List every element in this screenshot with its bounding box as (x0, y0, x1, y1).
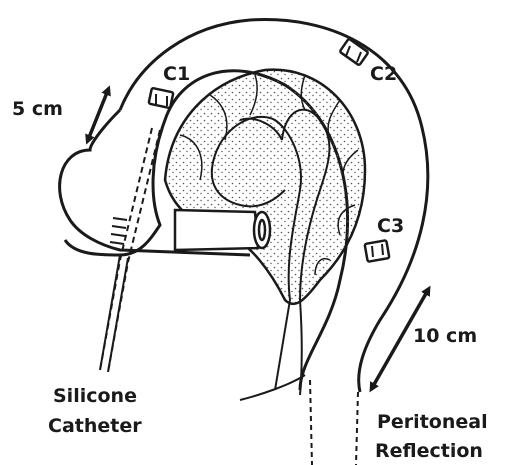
electrode-c3 (365, 240, 390, 262)
label-catheter-line1: Silicone (53, 385, 137, 407)
label-10cm: 10 cm (413, 325, 477, 347)
label-c2: C2 (370, 63, 397, 85)
ileum-tube (175, 210, 270, 250)
label-reflection-line1: Peritoneal (377, 411, 488, 433)
electrode-c1 (149, 88, 174, 108)
label-c3: C3 (377, 215, 404, 237)
label-c1: C1 (163, 63, 190, 85)
mesentery-region (165, 70, 365, 304)
label-catheter-line2: Catheter (48, 415, 142, 437)
label-reflection-line2: Reflection (375, 440, 483, 462)
electrode-c2 (340, 39, 369, 66)
label-5cm: 5 cm (12, 98, 63, 120)
